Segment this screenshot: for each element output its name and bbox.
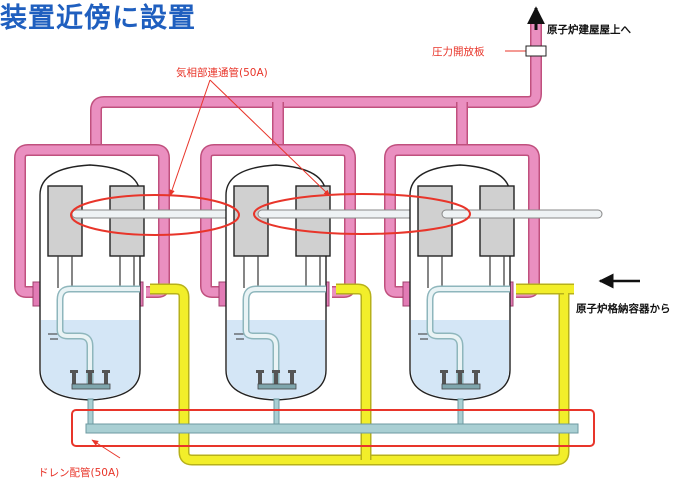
drain-stub	[87, 398, 94, 426]
vapor-tube	[257, 209, 419, 219]
filter-left	[47, 185, 83, 257]
nozzle	[474, 370, 478, 386]
nozzle	[274, 370, 278, 386]
filter-right	[479, 185, 515, 257]
sparger-header	[441, 383, 481, 390]
drain-stub	[457, 398, 464, 426]
nozzle	[458, 370, 462, 386]
vapor-tube	[71, 209, 233, 219]
vapor-highlight-right	[253, 193, 471, 235]
drain-pipe	[85, 423, 579, 434]
nozzle	[290, 370, 294, 386]
vent-pipe-network	[90, 22, 542, 150]
drain-stub	[273, 398, 280, 426]
drain-highlight	[71, 409, 595, 447]
from-pcv-label: 原子炉格納容器から	[576, 302, 671, 315]
page-title: 装置近傍に設置	[0, 3, 196, 34]
unit-1	[32, 164, 233, 426]
nozzle	[72, 370, 76, 386]
unit-3	[402, 164, 603, 426]
units	[32, 164, 603, 426]
unit-2	[218, 164, 419, 426]
nozzle	[104, 370, 108, 386]
callouts	[91, 48, 537, 459]
highlights	[70, 193, 595, 447]
sparger-header	[257, 383, 297, 390]
pressure-plate-icon	[525, 45, 547, 57]
nozzle	[442, 370, 446, 386]
filter-left	[233, 185, 269, 257]
roof-outlet	[525, 6, 547, 57]
sparger-header	[71, 383, 111, 390]
vapor-highlight-left	[70, 194, 240, 236]
feed-pipe	[150, 283, 574, 466]
roof-label: 原子炉建屋屋上へ	[547, 23, 631, 36]
vapor-pipe-label: 気相部連通管(50A)	[176, 66, 268, 79]
nozzle	[88, 370, 92, 386]
nozzle	[258, 370, 262, 386]
vapor-tube	[441, 209, 603, 219]
drain-pipe-label: ドレン配管(50A)	[38, 466, 119, 479]
pressure-plate-label: 圧力開放板	[432, 45, 485, 58]
